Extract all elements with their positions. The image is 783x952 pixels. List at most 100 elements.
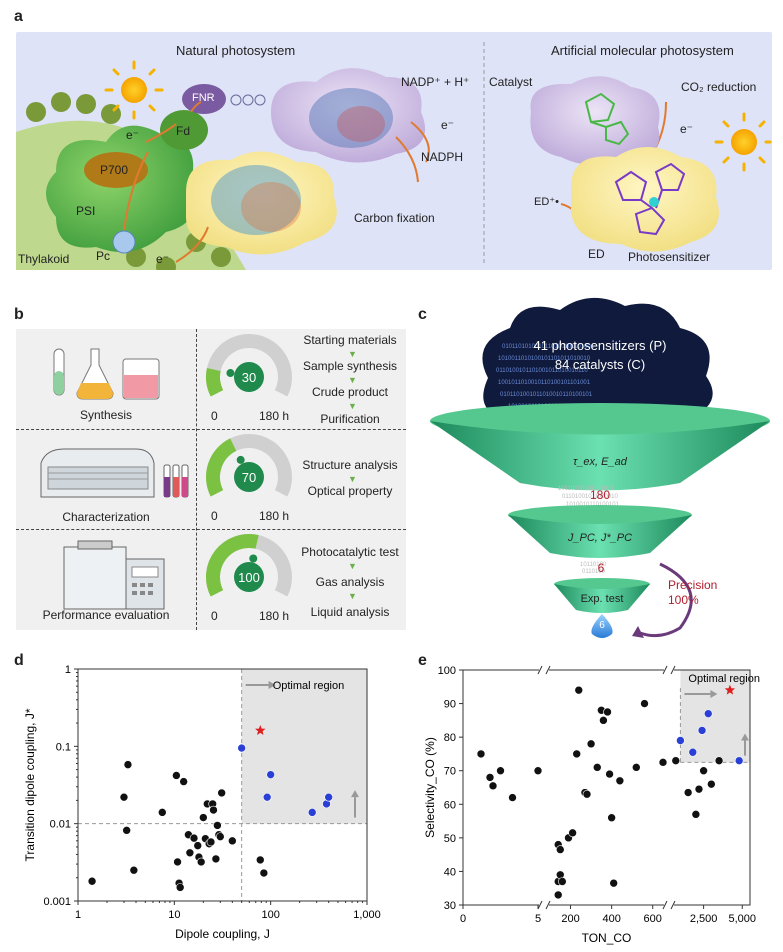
black-point [582, 789, 592, 799]
row-label-characterization: Characterization [62, 510, 150, 524]
arrow-head [741, 733, 749, 741]
steps-performance: Photocatalytic test ▼ Gas analysis ▼ Liq… [296, 533, 404, 629]
funnel1-label: τ_ex, E_ad [573, 456, 627, 468]
black-point [558, 877, 567, 886]
label-nadph: NADPH [421, 150, 464, 164]
black-point [185, 848, 195, 858]
black-point [476, 749, 486, 759]
x-tick-label: 5 [535, 913, 541, 925]
black-point [609, 878, 618, 888]
x-tick-label: 2,500 [690, 913, 718, 925]
gauge-pointer [236, 455, 245, 464]
y-tick-label: 40 [444, 866, 456, 878]
y-tick-label: 0.1 [56, 741, 71, 753]
y-tick-label: 0.01 [50, 819, 71, 831]
panel-c: 0101101010010110100101101001 10100110101… [410, 288, 783, 640]
gauge-min: 0 [211, 609, 218, 623]
black-point [172, 771, 181, 780]
step: Photocatalytic test [301, 545, 399, 559]
label-ed: ED [588, 247, 605, 261]
panel-a-label: a [14, 8, 23, 25]
label-fnr: FNR [192, 92, 215, 104]
gauge-pointer [249, 554, 258, 563]
gauge-performance: 100 0 180 h [199, 531, 299, 629]
gauge-min: 0 [211, 509, 218, 523]
svg-text:0110100101101001011010010110: 0110100101101001011010010110 [496, 368, 588, 374]
black-point [259, 868, 269, 878]
sun-icon [714, 112, 772, 172]
svg-text:0101101001011010010110100101: 0101101001011010010110100101 [500, 392, 593, 398]
optimal-region-shade [680, 670, 750, 763]
axis-break [545, 665, 551, 675]
gauge-value: 100 [238, 570, 260, 585]
svg-text:1001011010010110100101101001: 1001011010010110100101101001 [498, 380, 591, 386]
plot-frame [77, 668, 368, 902]
y-tick-label: 1 [65, 664, 71, 676]
optimal-region-label: Optimal region [688, 673, 760, 685]
arrow-head [268, 681, 276, 689]
label-co2-reduction: CO₂ reduction [681, 80, 757, 94]
black-point [173, 857, 182, 867]
black-point [568, 828, 577, 838]
panel-e-label: e [418, 652, 427, 669]
black-point [211, 854, 221, 864]
axis-break [545, 900, 551, 910]
label-psi: PSI [76, 204, 96, 218]
black-point [488, 781, 498, 791]
cloud-line-1: 41 photosensitizers (P) [533, 338, 667, 353]
axis-break-mask [539, 901, 549, 909]
black-point [683, 788, 693, 797]
blue-point [324, 792, 333, 802]
label-thylakoid: Thylakoid [18, 252, 70, 266]
x-tick-label: 400 [602, 913, 620, 925]
funnel2-label: J_PC, J*_PC [567, 532, 633, 544]
x-tick-label: 1,000 [353, 909, 381, 921]
black-point [691, 810, 701, 819]
gauge-min: 0 [211, 409, 218, 423]
svg-text:0110100: 0110100 [582, 569, 606, 575]
precision-value: 100% [668, 593, 699, 607]
count-180: 180 [589, 488, 611, 502]
y-tick-label: 100 [438, 665, 456, 677]
black-point [714, 756, 724, 765]
black-point [631, 763, 641, 772]
svg-text:0101101010010110100101101001: 0101101010010110100101101001 [502, 344, 595, 350]
y-tick-label: 30 [444, 900, 456, 912]
panel-b-label: b [14, 306, 24, 323]
gauge-pointer [226, 369, 235, 378]
x-tick-label: 600 [644, 913, 662, 925]
black-point [707, 779, 716, 789]
axis-break [670, 900, 676, 910]
x-tick-label: 1 [75, 909, 81, 921]
arrow-head [351, 790, 359, 798]
black-point [574, 685, 584, 695]
black-point [607, 813, 616, 823]
label-ed-plus: ED⁺• [534, 196, 559, 208]
svg-text:10110100: 10110100 [580, 562, 607, 568]
blue-point [676, 736, 685, 745]
step: Structure analysis [302, 458, 398, 472]
blue-point [266, 770, 275, 779]
x-axis-label: TON_CO [582, 931, 632, 945]
optimal-region-label: Optimal region [273, 680, 345, 692]
gauge-center [234, 362, 264, 392]
black-point [694, 784, 704, 794]
gas-chromatograph-icon [63, 540, 165, 610]
black-point [599, 716, 608, 725]
x-tick-label: 0 [460, 913, 466, 925]
black-point [671, 756, 681, 765]
gauge-characterization: 70 0 180 h [199, 431, 299, 529]
black-point [553, 890, 563, 900]
cloud-line-2: 84 catalysts (C) [554, 357, 646, 372]
label-catalyst: Catalyst [489, 75, 533, 89]
axis-break [537, 665, 543, 675]
step: Starting materials [303, 333, 397, 347]
panel-a-illustration [16, 42, 772, 270]
precision-label: Precision [668, 578, 718, 592]
step: Gas analysis [315, 575, 385, 589]
funnel-illustration: 0101101010010110100101101001 10100110101… [430, 297, 770, 638]
black-point [87, 876, 97, 886]
axis-break [670, 665, 676, 675]
